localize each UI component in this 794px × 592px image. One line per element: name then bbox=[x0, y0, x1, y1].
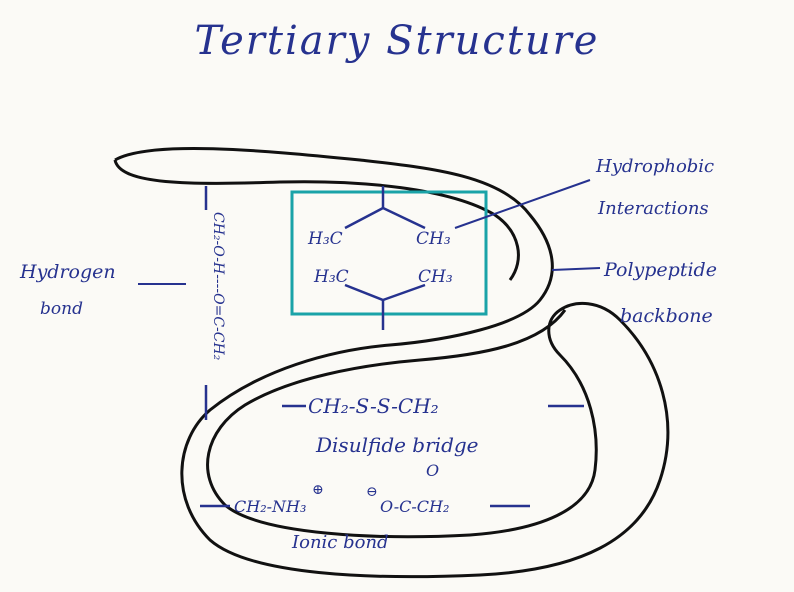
ch3-top-right: CH₃ bbox=[416, 229, 451, 249]
backbone-pointer bbox=[552, 268, 600, 270]
h3c-bottom-left: H₃C bbox=[313, 267, 349, 287]
ionic-minus-charge: ⊖ bbox=[366, 484, 378, 500]
hydrophobic-label-1: Hydrophobic bbox=[595, 156, 714, 177]
hbond-label-1: Hydrogen bbox=[19, 261, 116, 283]
ionic-carbonyl-o: O bbox=[426, 461, 439, 480]
ionic-plus-charge: ⊕ bbox=[312, 482, 324, 498]
hydrophobic-bonds bbox=[345, 186, 425, 330]
hbond-chain-text: CH₂-O-H----O=C-CH₂ bbox=[210, 212, 226, 361]
ch3-bottom-right: CH₃ bbox=[418, 267, 453, 287]
hbond-label-2: bond bbox=[40, 299, 83, 319]
disulfide-label: Disulfide bridge bbox=[315, 433, 479, 457]
backbone-label-1: Polypeptide bbox=[603, 259, 717, 281]
backbone-inner-edge bbox=[115, 160, 518, 280]
ionic-right-group: O-C-CH₂ bbox=[380, 497, 449, 516]
backbone-label-2: backbone bbox=[620, 305, 713, 327]
ionic-label: Ionic bond bbox=[291, 532, 389, 553]
h3c-top-left: H₃C bbox=[307, 229, 343, 249]
disulfide-formula: CH₂-S-S-CH₂ bbox=[308, 394, 439, 418]
hydrophobic-label-2: Interactions bbox=[597, 198, 709, 219]
ionic-left-group: CH₂-NH₃ bbox=[234, 497, 306, 516]
